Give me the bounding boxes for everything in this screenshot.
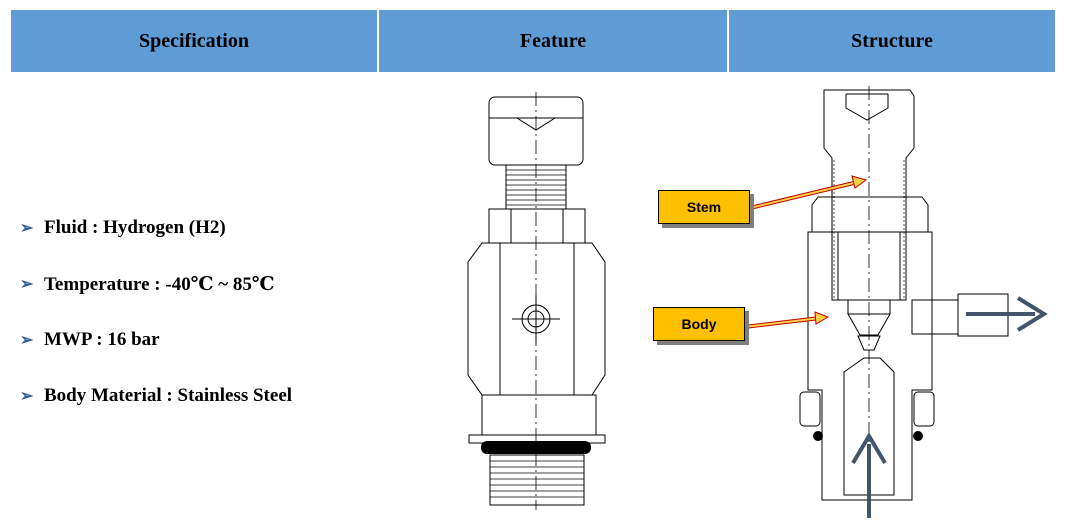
spec-item-body-material: ➢ Body Material : Stainless Steel — [20, 368, 292, 424]
arrow-bullet-icon: ➢ — [20, 220, 34, 237]
spec-text: Fluid : Hydrogen (H2) — [44, 217, 226, 238]
header-specification: Specification — [11, 10, 377, 72]
arrow-bullet-icon: ➢ — [20, 388, 34, 405]
spec-item-mwp: ➢ MWP : 16 bar — [20, 312, 292, 368]
flow-out-arrow-icon — [966, 296, 1048, 332]
header-feature: Feature — [377, 10, 727, 72]
spec-text: Temperature : -40℃ ~ 85℃ — [44, 273, 275, 295]
specification-list: ➢ Fluid : Hydrogen (H2) ➢ Temperature : … — [20, 200, 292, 424]
spec-item-fluid: ➢ Fluid : Hydrogen (H2) — [20, 200, 292, 256]
header-structure: Structure — [727, 10, 1055, 72]
arrow-bullet-icon: ➢ — [20, 276, 34, 293]
spec-text: Body Material : Stainless Steel — [44, 385, 293, 406]
arrow-bullet-icon: ➢ — [20, 332, 34, 349]
flow-in-arrow-icon — [851, 432, 887, 518]
spec-text: MWP : 16 bar — [44, 329, 160, 350]
body-callout: Body — [653, 307, 745, 341]
table-header: Specification Feature Structure — [11, 10, 1055, 72]
stem-callout: Stem — [658, 190, 750, 224]
spec-item-temperature: ➢ Temperature : -40℃ ~ 85℃ — [20, 256, 292, 312]
